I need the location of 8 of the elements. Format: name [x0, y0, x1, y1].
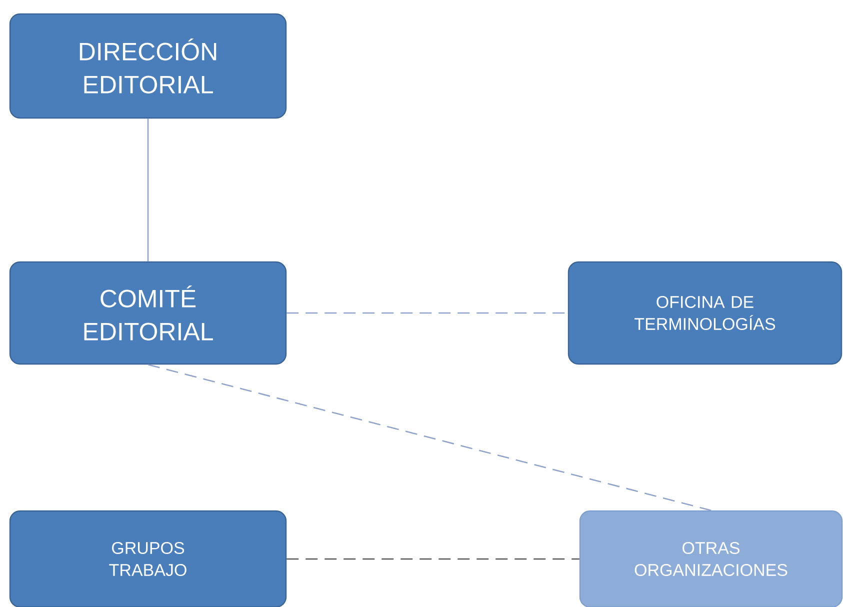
org-box: COMITÉ EDITORIAL: [9, 261, 287, 365]
org-box: OFICINA DE TERMINOLOGÍAS: [568, 261, 842, 365]
org-box: OTRAS ORGANIZACIONES: [579, 510, 843, 607]
org-box: DIRECCIÓN EDITORIAL: [9, 13, 287, 119]
org-box: GRUPOS TRABAJO: [9, 510, 287, 607]
connector-line: [286, 558, 580, 560]
connector-line: [148, 364, 712, 512]
connector-line: [147, 118, 149, 262]
